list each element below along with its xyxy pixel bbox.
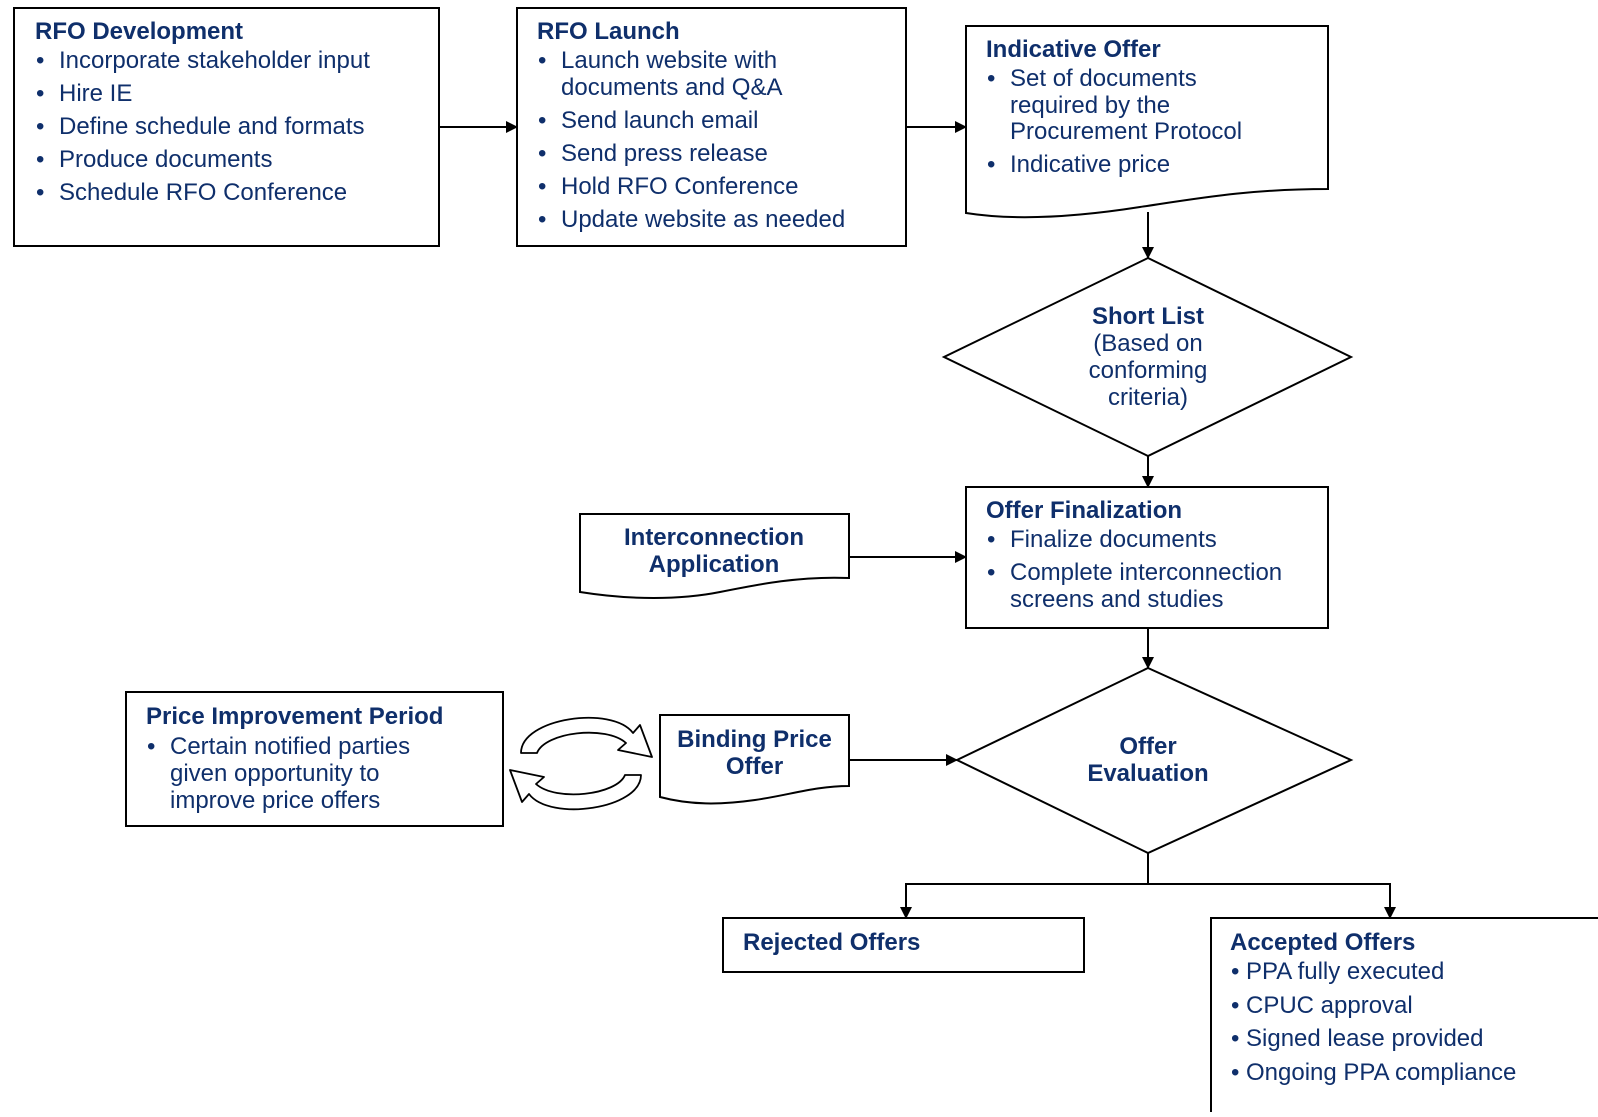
list-item: Ongoing PPA compliance	[1230, 1059, 1590, 1087]
list-item: PPA fully executed	[1230, 958, 1590, 986]
arrow-evaluation-to-accepted	[1148, 883, 1396, 919]
list-item: Update website as needed	[537, 206, 897, 234]
list-item: Schedule RFO Conference	[35, 179, 435, 207]
rejected-offers-title: Rejected Offers	[743, 929, 921, 956]
price-improvement-list: Certain notified parties given opportuni…	[146, 733, 496, 814]
list-item: Produce documents	[35, 146, 435, 174]
rfo-launch-list: Launch website with documents and Q&A Se…	[537, 47, 897, 234]
offer-finalization-title: Offer Finalization	[986, 497, 1183, 524]
offer-finalization: Offer Finalization Finalize documents Co…	[986, 497, 1321, 620]
short-list: Short List (Based on conforming criteria…	[1068, 303, 1228, 411]
short-list-criteria: (Based on conforming criteria)	[1088, 330, 1208, 411]
rfo-development: RFO Development Incorporate stakeholder …	[35, 18, 435, 213]
price-improvement-period: Price Improvement Period Certain notifie…	[146, 703, 496, 821]
accepted-offers-title: Accepted Offers	[1230, 929, 1416, 956]
rfo-launch-title: RFO Launch	[537, 18, 680, 45]
rejected-offers-box	[722, 917, 1085, 973]
list-item: Complete interconnection screens and stu…	[986, 559, 1310, 613]
rfo-development-list: Incorporate stakeholder input Hire IE De…	[35, 47, 435, 207]
offer-finalization-list: Finalize documents Complete interconnect…	[986, 526, 1321, 613]
offer-evaluation: Offer Evaluation	[1063, 733, 1233, 787]
list-item: Incorporate stakeholder input	[35, 47, 435, 75]
indicative-offer: Indicative Offer Set of documents requir…	[986, 36, 1321, 185]
list-item: Hire IE	[35, 80, 435, 108]
list-item: Indicative price	[986, 151, 1321, 179]
rejected-offers: Rejected Offers	[743, 929, 1073, 956]
accepted-offers: Accepted Offers PPA fully executed CPUC …	[1230, 929, 1590, 1093]
binding-price-offer-document-shape	[659, 714, 850, 805]
interconnection-application-document-shape	[579, 513, 850, 599]
list-item: Define schedule and formats	[35, 113, 435, 141]
list-item: Launch website with documents and Q&A	[537, 47, 811, 101]
rfo-development-title: RFO Development	[35, 18, 244, 45]
binding-price-offer-title: Binding Price Offer	[677, 726, 832, 780]
indicative-offer-title: Indicative Offer	[986, 36, 1161, 63]
circular-arrows-icon	[509, 716, 653, 811]
list-item: Hold RFO Conference	[537, 173, 897, 201]
indicative-offer-list: Set of documents required by the Procure…	[986, 65, 1321, 179]
list-item: Send press release	[537, 140, 897, 168]
list-item: Certain notified parties given opportuni…	[146, 733, 440, 814]
price-improvement-title: Price Improvement Period	[146, 703, 444, 730]
rfo-launch: RFO Launch Launch website with documents…	[537, 18, 897, 240]
interconnection-application-title: Interconnection Application	[623, 524, 804, 578]
list-item: Set of documents required by the Procure…	[986, 65, 1290, 146]
list-item: Send launch email	[537, 107, 897, 135]
accepted-offers-box-outline	[1210, 917, 1598, 1112]
offer-evaluation-title: Offer Evaluation	[1087, 733, 1209, 787]
accepted-offers-list: PPA fully executed CPUC approval Signed …	[1230, 958, 1590, 1087]
short-list-title: Short List	[1092, 303, 1204, 330]
interconnection-application: Interconnection Application	[600, 524, 828, 578]
list-item: Finalize documents	[986, 526, 1321, 554]
list-item: CPUC approval	[1230, 992, 1590, 1020]
list-item: Signed lease provided	[1230, 1025, 1590, 1053]
binding-price-offer: Binding Price Offer	[672, 726, 837, 780]
arrow-evaluation-to-rejected	[900, 853, 1149, 919]
